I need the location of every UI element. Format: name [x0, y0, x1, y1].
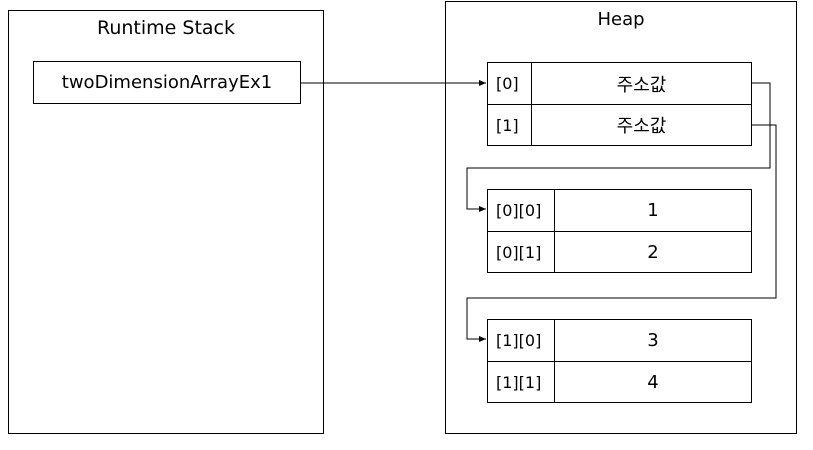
heap-title: Heap: [597, 9, 645, 30]
row1-array-box: [1][0] 3 [1][1] 4: [487, 319, 752, 403]
row1-value-1: 4: [647, 371, 659, 393]
runtime-stack-title: Runtime Stack: [96, 17, 235, 39]
row0-index-0: [0][0]: [496, 201, 542, 220]
row1-value-0: 3: [647, 330, 659, 351]
row0-index-1: [0][1]: [496, 242, 542, 262]
outer-array-value-1: 주소값: [616, 116, 667, 137]
outer-array-index-0: [0]: [496, 74, 519, 93]
row1-index-1: [1][1]: [496, 372, 542, 392]
row0-value-1: 2: [647, 241, 659, 263]
stack-variable-box: twoDimensionArrayEx1: [33, 61, 301, 104]
row1-index-0: [1][0]: [496, 331, 542, 350]
runtime-stack-panel: Runtime Stack twoDimensionArrayEx1: [8, 10, 324, 434]
outer-array-box: [0] 주소값 [1] 주소값: [487, 62, 752, 146]
row0-value-0: 1: [647, 200, 659, 221]
outer-array-index-1: [1]: [496, 115, 519, 135]
row0-array-box: [0][0] 1 [0][1] 2: [487, 189, 752, 273]
outer-array-value-0: 주소값: [616, 74, 667, 96]
stack-variable-name: twoDimensionArrayEx1: [61, 72, 273, 93]
